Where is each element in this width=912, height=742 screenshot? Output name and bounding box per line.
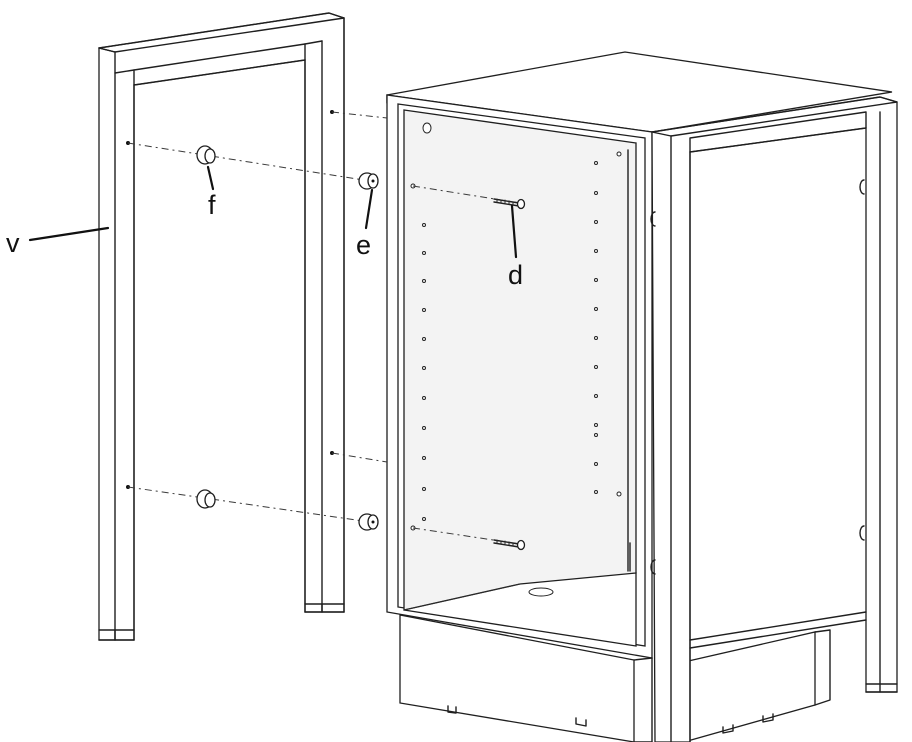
right-frame-part xyxy=(650,96,898,742)
cabinet-body xyxy=(386,51,893,742)
left-frame-part xyxy=(98,12,345,641)
label-f: f xyxy=(208,190,216,220)
spacer-parts xyxy=(358,172,379,531)
leader-lines xyxy=(28,165,518,259)
label-v: v xyxy=(6,228,20,258)
label-d: d xyxy=(508,260,524,290)
label-e: e xyxy=(356,230,372,260)
dowel-parts xyxy=(196,145,216,509)
screw-parts xyxy=(493,198,526,551)
